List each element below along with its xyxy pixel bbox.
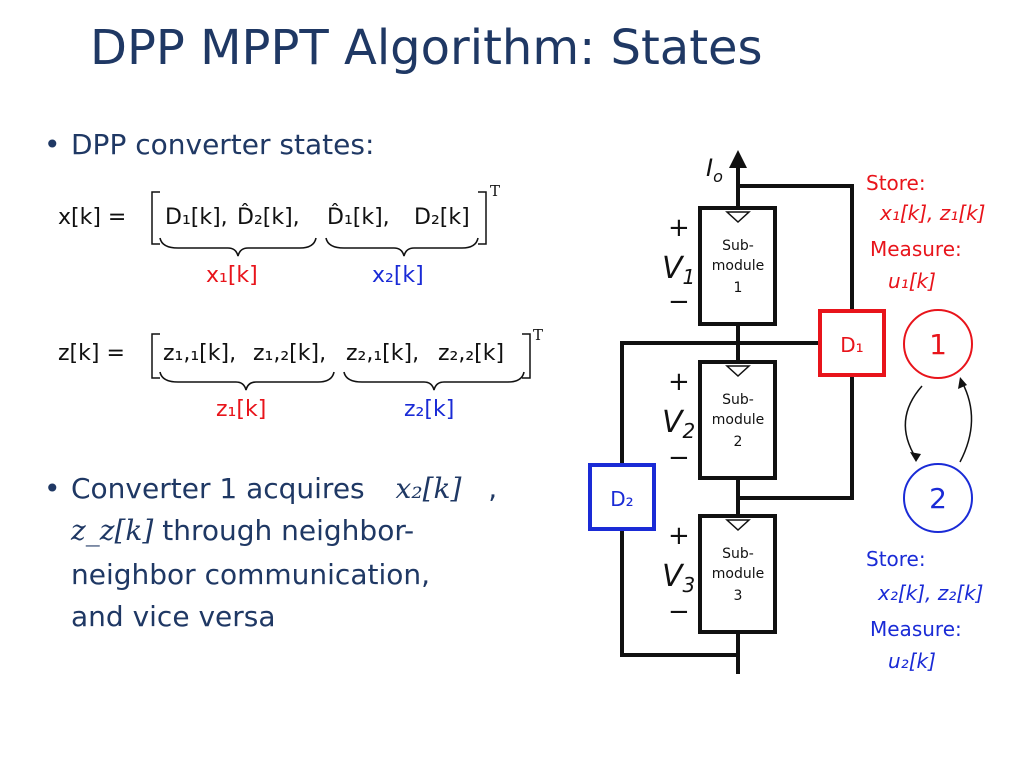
svg-text:V3: V3 xyxy=(662,559,695,597)
eq-z-bracket-right xyxy=(522,333,531,379)
converter-d2: D₂ xyxy=(588,463,656,531)
eq-x-brace1-label: x₁[k] xyxy=(206,263,258,288)
bullet-dot: • xyxy=(44,472,61,505)
eq-z-bracket-left xyxy=(151,333,160,379)
svg-text:D₁: D₁ xyxy=(840,333,863,357)
communication-arrows xyxy=(904,381,973,463)
eq-x-transpose: T xyxy=(490,182,500,200)
eq-x-term-4: D₂[k] xyxy=(414,205,470,230)
eq-z-brace2-label: z₂[k] xyxy=(404,397,454,422)
eq-z-brace1-label: z₁[k] xyxy=(216,397,266,422)
store-measure-1: Store: x₁[k], z₁[k] Measure: u₁[k] xyxy=(866,171,985,293)
eq-z-term-4: z₂,₂[k] xyxy=(438,341,504,366)
arrow-head-up xyxy=(958,377,967,389)
svg-text:module: module xyxy=(712,566,764,582)
bullet-text: DPP converter states: xyxy=(71,128,375,161)
svg-text:u₁[k]: u₁[k] xyxy=(888,269,936,293)
eq-z-term-2: z₁,₂[k], xyxy=(253,341,326,366)
bullet-line-4: and vice versa xyxy=(71,600,276,633)
svg-text:Sub-: Sub- xyxy=(722,546,754,562)
converter-d1: D₁ xyxy=(818,309,886,377)
eq-x-underbrace-2 xyxy=(325,237,479,257)
eq-z-lhs: z[k] = xyxy=(58,341,125,366)
submodule-3: Sub- module 3 xyxy=(698,514,777,634)
bullet-line-1: Converter 1 acquires x₂[k] , xyxy=(71,472,498,505)
eq-x-bracket-left xyxy=(151,191,160,245)
svg-text:module: module xyxy=(712,258,764,274)
slide-title: DPP MPPT Algorithm: States xyxy=(90,20,763,76)
svg-text:x₂[k], z₂[k]: x₂[k], z₂[k] xyxy=(877,581,983,605)
svg-text:−: − xyxy=(668,597,690,627)
arrow-head-down xyxy=(910,452,921,462)
eq-z-underbrace-1 xyxy=(159,371,335,391)
svg-text:3: 3 xyxy=(734,588,743,604)
eq-z-underbrace-2 xyxy=(343,371,525,391)
voltage-v2: + V2 − xyxy=(662,367,695,473)
bullet-line-3: neighbor communication, xyxy=(71,558,431,591)
svg-text:−: − xyxy=(668,443,690,473)
voltage-v1: + V1 − xyxy=(662,213,695,317)
submodule-1: Sub- module 1 xyxy=(698,206,777,326)
svg-text:V2: V2 xyxy=(662,405,695,443)
bullet-dot: • xyxy=(44,128,61,161)
eq-x-brace2-label: x₂[k] xyxy=(372,263,424,288)
eq-x-term-3: D̂₁[k], xyxy=(327,204,390,230)
svg-text:2: 2 xyxy=(734,434,743,450)
svg-text:Sub-: Sub- xyxy=(722,392,754,408)
svg-text:+: + xyxy=(668,521,690,551)
eq-x-term-2: D̂₂[k], xyxy=(237,204,300,230)
d2-top-wire xyxy=(620,341,740,465)
submodule-2: Sub- module 2 xyxy=(698,360,777,480)
node-1: 1 xyxy=(903,309,973,379)
eq-z-transpose: T xyxy=(533,326,543,344)
eq-x-lhs: x[k] = xyxy=(58,205,126,230)
svg-text:Store:: Store: xyxy=(866,547,926,571)
store-measure-2: Store: x₂[k], z₂[k] Measure: u₂[k] xyxy=(866,547,983,673)
svg-text:+: + xyxy=(668,213,690,243)
svg-text:Sub-: Sub- xyxy=(722,238,754,254)
svg-text:D₂: D₂ xyxy=(610,487,633,511)
svg-text:Measure:: Measure: xyxy=(870,617,962,641)
eq-x-term-1: D₁[k], xyxy=(165,205,228,230)
eq-z-term-3: z₂,₁[k], xyxy=(346,341,419,366)
svg-text:Store:: Store: xyxy=(866,171,926,195)
voltage-v3: + V3 − xyxy=(662,521,695,627)
svg-text:−: − xyxy=(668,287,690,317)
node-2: 2 xyxy=(903,463,973,533)
eq-x-bracket-right xyxy=(478,191,487,245)
d2-bottom-wire xyxy=(620,528,740,657)
eq-x-underbrace-1 xyxy=(159,237,317,257)
bullet-line-2: z_z[k] through neighbor- xyxy=(71,514,415,547)
svg-text:x₁[k], z₁[k]: x₁[k], z₁[k] xyxy=(879,201,985,225)
svg-text:2: 2 xyxy=(929,482,947,515)
math-x2: x₂[k] xyxy=(395,472,462,505)
svg-text:1: 1 xyxy=(734,280,743,296)
top-rail-wire xyxy=(736,184,854,312)
svg-text:+: + xyxy=(668,367,690,397)
svg-text:module: module xyxy=(712,412,764,428)
svg-text:V1: V1 xyxy=(662,251,695,289)
current-label: Io xyxy=(706,154,723,186)
svg-text:Measure:: Measure: xyxy=(870,237,962,261)
math-zz: z_z[k] xyxy=(71,514,154,547)
svg-text:1: 1 xyxy=(929,328,947,361)
svg-text:u₂[k]: u₂[k] xyxy=(888,649,936,673)
current-arrow xyxy=(729,150,747,168)
eq-z-term-1: z₁,₁[k], xyxy=(163,341,236,366)
